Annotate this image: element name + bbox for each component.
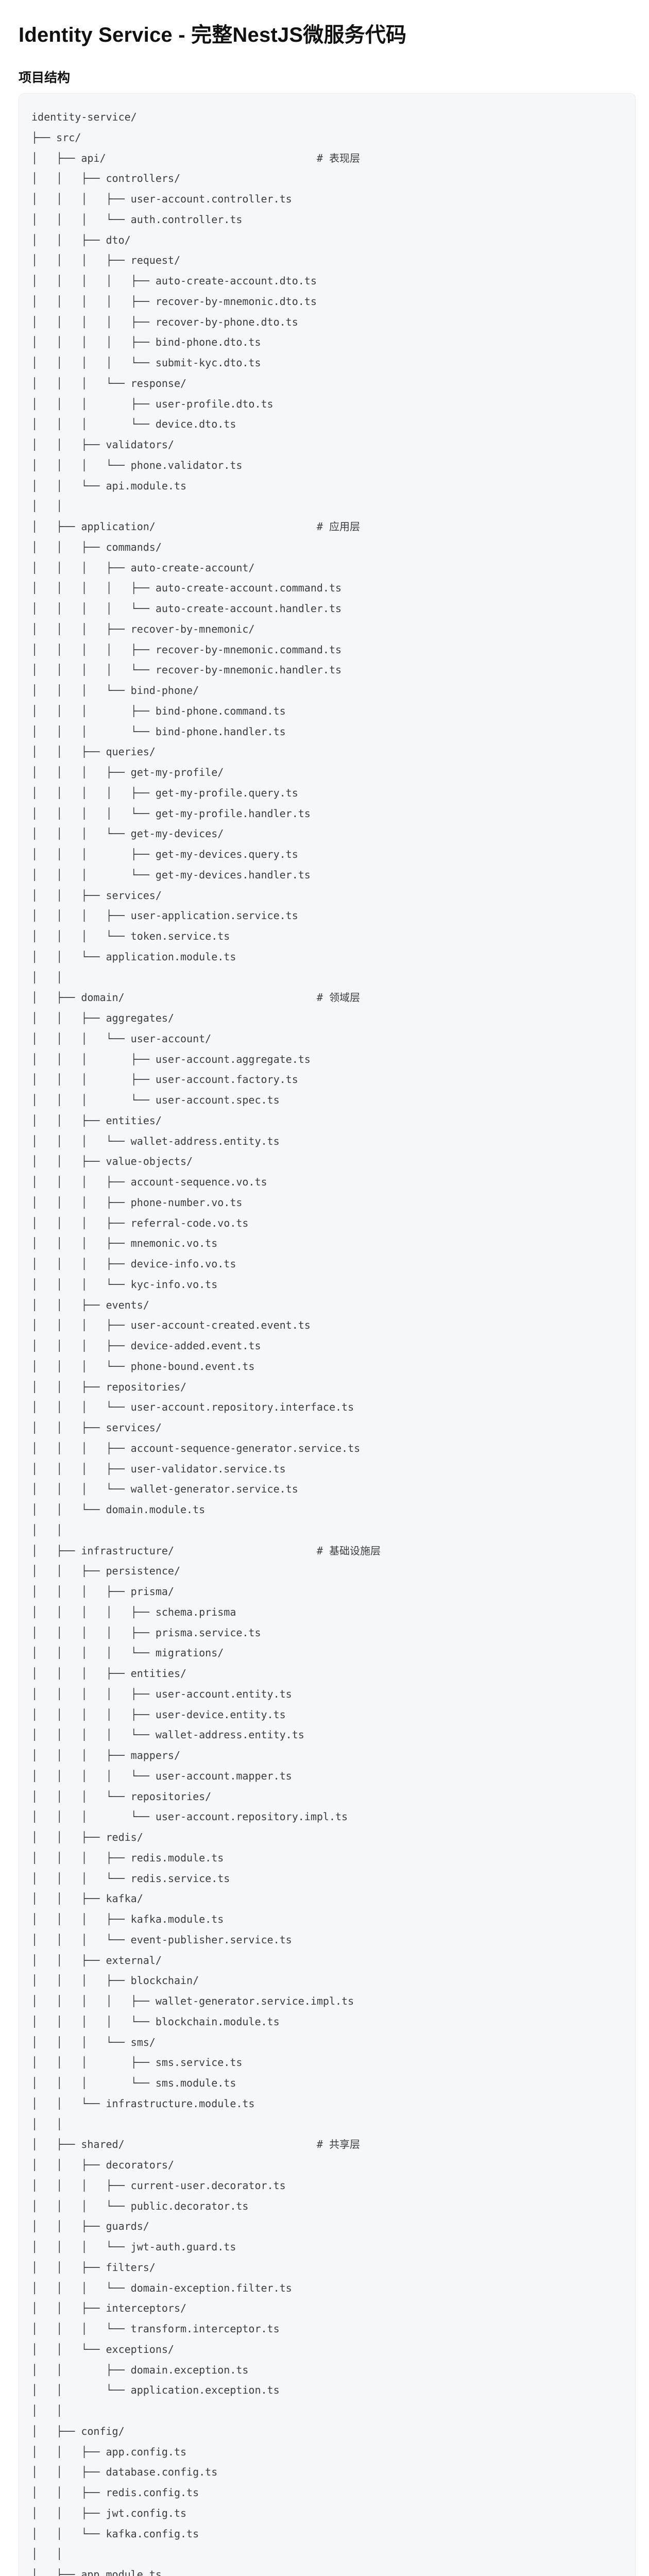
code-block: identity-service/ ├── src/ │ ├── api/ # … <box>19 93 636 2576</box>
file-tree: identity-service/ ├── src/ │ ├── api/ # … <box>31 111 381 2576</box>
page-title: Identity Service - 完整NestJS微服务代码 <box>19 24 407 46</box>
section-heading: 项目结构 <box>19 71 71 85</box>
